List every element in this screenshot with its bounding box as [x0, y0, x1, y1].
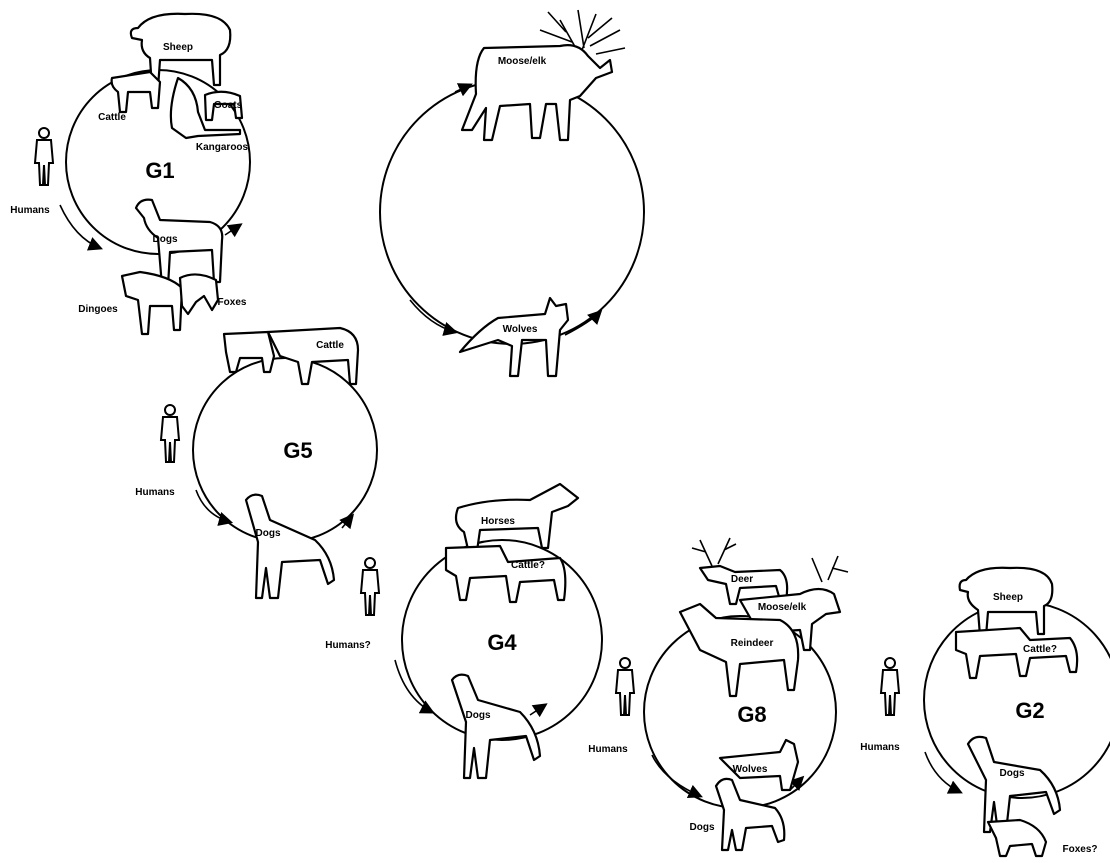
cattle-icon — [110, 70, 162, 114]
animal-label-cattle: Cattle? — [1023, 644, 1057, 655]
cattle-icon — [266, 326, 360, 386]
animal-label-foxes: Foxes? — [1062, 844, 1097, 855]
animal-label-cattle: Cattle — [316, 340, 344, 351]
animal-label-deer: Deer — [731, 574, 753, 585]
deer-icon — [698, 564, 789, 606]
dog-icon — [134, 198, 224, 288]
cycle-g1: Sheep Cattle Goats Kangaroos Dogs Dingoe… — [10, 12, 251, 336]
animal-label-horses: Horses — [481, 516, 515, 527]
dingo-icon — [120, 270, 184, 336]
fox-icon — [178, 273, 220, 316]
moose-icon — [460, 44, 614, 142]
cattle-icon — [954, 626, 1079, 680]
animal-label-wolves: Wolves — [733, 764, 768, 775]
wolf-icon — [458, 296, 570, 378]
horse-icon — [454, 482, 580, 560]
sheep-icon — [958, 566, 1054, 638]
path-arrow — [409, 299, 459, 336]
cycle-ring — [401, 539, 603, 741]
human-icon — [34, 127, 54, 186]
dog-icon — [966, 735, 1062, 834]
path-arrow — [339, 513, 355, 530]
path-arrow — [924, 751, 963, 794]
human-icon — [880, 657, 900, 716]
dog-icon — [714, 777, 786, 852]
animal-label-reindeer: Reindeer — [731, 638, 774, 649]
human-label: Humans — [135, 487, 175, 498]
fox-icon — [986, 818, 1048, 858]
animal-label-foxes: Foxes — [218, 297, 247, 308]
dog-icon — [244, 493, 336, 600]
animal-label-cattle: Cattle — [98, 112, 126, 123]
path-arrow — [788, 775, 805, 792]
path-arrow — [224, 223, 243, 238]
animal-label-sheep: Sheep — [163, 42, 193, 53]
human-label: Humans? — [325, 640, 371, 651]
kangaroo-icon — [169, 76, 242, 140]
path-arrow — [394, 659, 435, 714]
cycle-label-g2: G2 — [1015, 698, 1044, 723]
animal-label-wolves: Wolves — [503, 324, 538, 335]
human-icon — [160, 404, 180, 463]
sheep-icon — [129, 12, 232, 90]
path-arrow — [195, 489, 234, 526]
human-icon — [615, 657, 635, 716]
cycle-g4: Horses Cattle? Dogs Humans? G4 — [325, 482, 603, 780]
cycle-label-g8: G8 — [737, 702, 766, 727]
human-label: Humans — [10, 205, 50, 216]
path-arrow — [564, 309, 603, 336]
animal-label-dogs: Dogs — [153, 234, 178, 245]
animal-label-dingoes: Dingoes — [78, 304, 118, 315]
wolf-icon — [718, 738, 800, 792]
human-label: Humans — [588, 744, 628, 755]
path-arrow — [59, 204, 103, 251]
animal-label-dogs: Dogs — [256, 528, 281, 539]
cycle-moose-wolves: Moose/elk Wolves — [379, 9, 645, 378]
cycle-g8: Deer Moose/elk Reindeer Wolves Dogs Huma… — [588, 537, 849, 852]
human-icon — [360, 557, 380, 616]
path-arrow — [651, 754, 703, 799]
cycle-g5: Cattle Dogs Humans G5 — [135, 326, 378, 600]
human-label: Humans — [860, 742, 900, 753]
reindeer-icon — [678, 602, 800, 698]
animal-label-sheep: Sheep — [993, 592, 1023, 603]
animal-label-dogs: Dogs — [1000, 768, 1025, 779]
antler-icon — [691, 537, 849, 583]
animal-label-dogs: Dogs — [690, 822, 715, 833]
dog-icon — [450, 673, 542, 780]
antler-icon — [539, 9, 626, 55]
goat-icon — [203, 90, 244, 122]
cycle-label-g5: G5 — [283, 438, 312, 463]
cycle-ring — [379, 79, 645, 345]
cattle-icon — [444, 544, 567, 604]
path-arrow — [454, 83, 473, 97]
cycle-label-g4: G4 — [487, 630, 517, 655]
path-arrow — [529, 703, 548, 718]
calf-icon — [222, 330, 276, 374]
animal-label-moose: Moose/elk — [758, 602, 807, 613]
cycle-label-g1: G1 — [145, 158, 174, 183]
animal-label-cattle: Cattle? — [511, 560, 545, 571]
animal-label-goats: Goats — [214, 100, 243, 111]
animal-label-kangaroos: Kangaroos — [196, 142, 249, 153]
animal-label-moose: Moose/elk — [498, 56, 547, 67]
cycle-g2: Sheep Cattle? Dogs Foxes? Humans G2 — [860, 566, 1110, 858]
animal-label-dogs: Dogs — [466, 710, 491, 721]
